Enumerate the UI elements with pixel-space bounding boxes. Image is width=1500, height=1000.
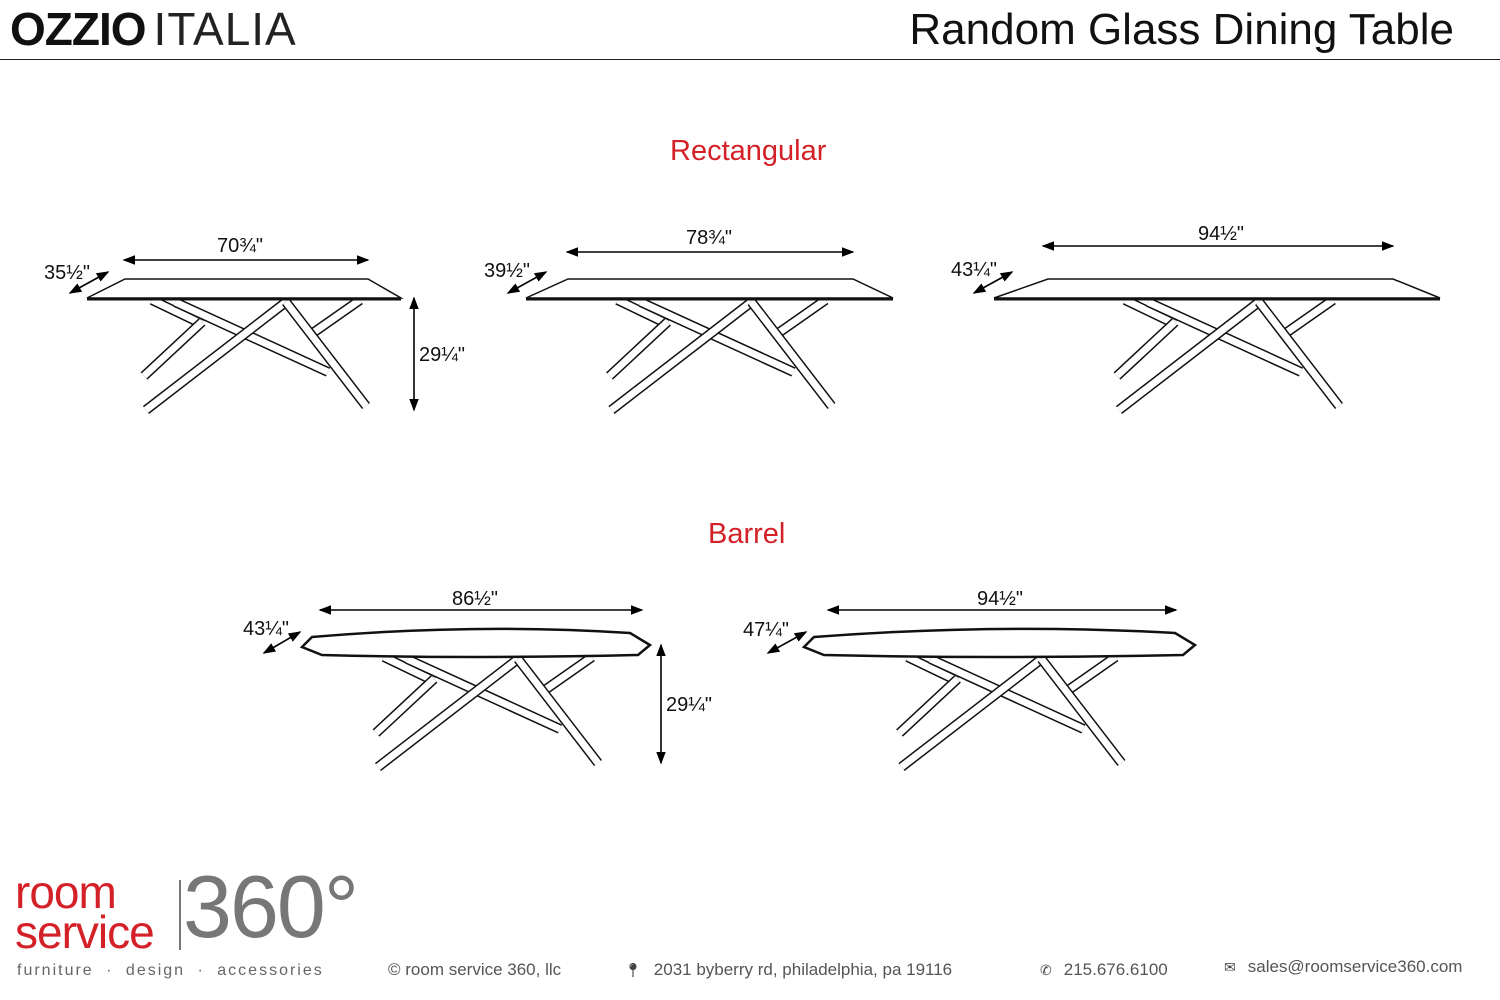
leg-back-left-fill — [1114, 319, 1178, 379]
leg-back-left-upper-fill — [382, 653, 436, 685]
map-pin-icon: 📍︎ — [624, 962, 642, 978]
section-title-rectangular: Rectangular — [670, 135, 827, 167]
envelope-icon: ✉ — [1224, 959, 1236, 975]
leg-front-left-fill — [1116, 299, 1262, 413]
barrel-top — [299, 627, 653, 659]
leg-back-left-fill — [897, 676, 960, 736]
leg-front-right-fill — [1038, 656, 1125, 766]
barrel-top — [801, 627, 1198, 659]
leg-front-left-fill — [609, 299, 754, 413]
leg-back-left-fill — [607, 319, 670, 379]
leg-front-left-fill — [375, 656, 521, 770]
depth-arrow — [506, 271, 548, 294]
brand-light: ITALIA — [153, 3, 297, 55]
leg-front-left-fill — [143, 299, 289, 413]
length-label: 78¾" — [686, 227, 733, 249]
phone-icon: ✆ — [1040, 962, 1052, 978]
leg-cross-back-fill — [929, 655, 1085, 733]
leg-cross-back-fill — [173, 298, 330, 376]
leg-back-left-upper-fill — [150, 296, 204, 328]
leg-cross-back-fill — [1146, 298, 1303, 376]
depth-arrow — [68, 271, 110, 294]
depth-arrow — [262, 631, 302, 654]
leg-back-left-upper-fill — [1123, 296, 1177, 328]
length-label: 70¾" — [217, 235, 264, 257]
section-title-barrel: Barrel — [708, 518, 786, 550]
depth-label: 43¼" — [243, 618, 290, 640]
leg-back-left-upper-fill — [615, 296, 670, 328]
phone: 215.676.6100 — [1063, 960, 1168, 979]
leg-front-right-fill — [1256, 299, 1342, 409]
depth-label: 47¼" — [743, 619, 790, 641]
depth-label: 39½" — [484, 260, 531, 282]
leg-back-right-fill — [1063, 654, 1118, 695]
page-title: Random Glass Dining Table — [909, 5, 1454, 54]
leg-back-right-fill — [773, 297, 828, 338]
copyright: © room service 360, llc — [388, 960, 562, 979]
height-label: 29¼" — [666, 694, 713, 716]
depth-label: 43¼" — [951, 259, 998, 281]
leg-back-left-fill — [141, 319, 205, 379]
address: 2031 byberry rd, philadelphia, pa 19116 — [653, 960, 953, 979]
leg-back-right-fill — [1280, 297, 1336, 338]
length-label: 94½" — [1198, 223, 1245, 245]
leg-back-right-fill — [307, 297, 363, 338]
logo-360: 360° — [183, 857, 359, 956]
tagline: furniture · design · accessories — [17, 962, 324, 979]
depth-label: 35½" — [44, 262, 91, 284]
leg-cross-back-fill — [639, 298, 795, 376]
depth-arrow — [766, 631, 808, 654]
length-label: 86½" — [452, 588, 499, 610]
leg-front-right-fill — [283, 299, 369, 409]
height-label: 29¼" — [419, 344, 466, 366]
leg-back-right-fill — [539, 654, 595, 695]
leg-back-left-fill — [373, 676, 437, 736]
leg-back-left-upper-fill — [905, 653, 960, 685]
glass-top — [525, 278, 894, 299]
leg-front-left-fill — [899, 656, 1044, 770]
leg-front-right-fill — [748, 299, 835, 409]
length-label: 94½" — [977, 588, 1024, 610]
glass-top — [86, 278, 404, 299]
logo-divider — [179, 880, 181, 950]
leg-cross-back-fill — [405, 655, 562, 733]
leg-front-right-fill — [515, 656, 601, 766]
brand-bold: OZZIO — [10, 3, 147, 55]
email[interactable]: sales@roomservice360.com — [1247, 957, 1463, 976]
depth-arrow — [972, 271, 1014, 294]
glass-top — [993, 278, 1441, 299]
